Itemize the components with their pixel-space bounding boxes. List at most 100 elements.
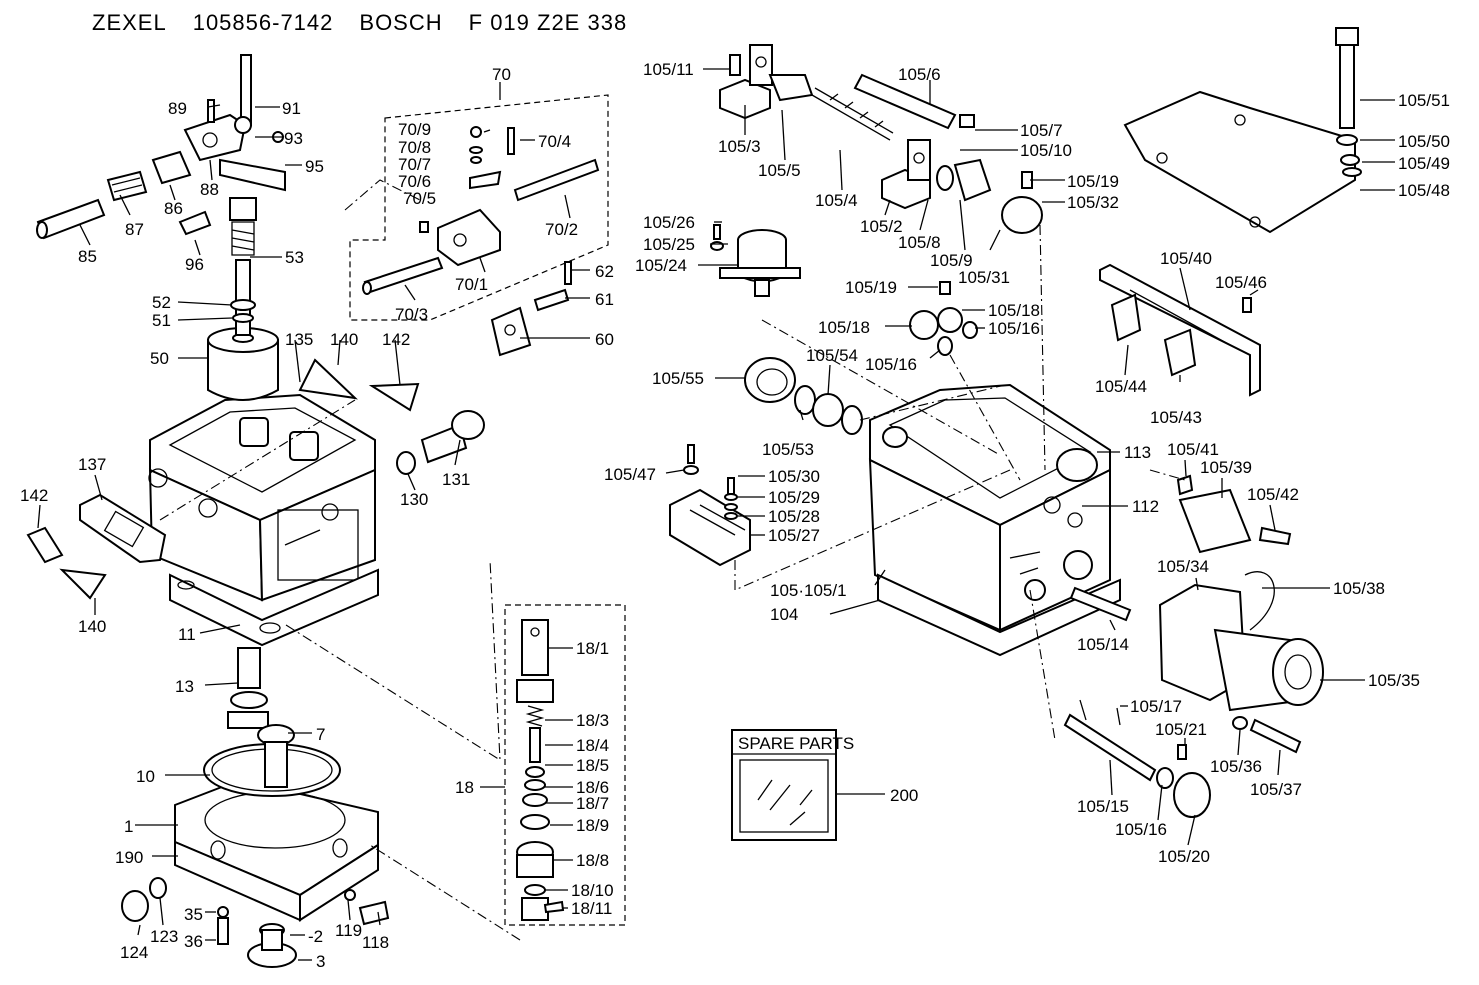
part-label: 105/41 [1167,440,1219,459]
part-label: 51 [152,311,171,330]
part-label: 105/18 [988,301,1040,320]
part-label: 85 [78,247,97,266]
part-label: 93 [284,129,303,148]
part-label: 18 [455,778,474,797]
part-label: 7 [316,725,325,744]
part-label: 124 [120,943,148,962]
part-label: 3 [316,952,325,971]
part-label: 105/16 [1115,820,1167,839]
part-label: 18/7 [576,794,609,813]
part-label: 105/46 [1215,273,1267,292]
part-label: 105/25 [643,235,695,254]
spare-parts-box: SPARE PARTS 200 [731,729,918,841]
motor-105-34 [1158,571,1324,754]
maker-label: ZEXEL [92,10,167,35]
cover-105-55 [744,357,863,435]
part-label: 70/6 [398,172,431,191]
part-label: 70/8 [398,138,431,157]
part-label: 105/14 [1077,635,1129,654]
part-label: 105·105/1 [770,581,847,600]
part-label: 140 [330,330,358,349]
part-label: 105/30 [768,467,820,486]
part-label: 142 [382,330,410,349]
part-label: 35 [184,905,203,924]
part-label: 105/29 [768,488,820,507]
part-label: 105/50 [1398,132,1450,151]
part-label: -2 [308,927,323,946]
part-label: 105/28 [768,507,820,526]
part-label: 95 [305,157,324,176]
cover-105-48 [1123,27,1362,234]
part-label: 105/16 [865,355,917,374]
part-label: 130 [400,490,428,509]
part-label: 105/15 [1077,797,1129,816]
flyweight-50 [207,197,279,401]
part-label: 70/3 [395,305,428,324]
part-label: 113 [1124,443,1151,462]
part-label: 105/54 [806,346,858,365]
part-label: 105/5 [758,161,801,180]
part-label: 62 [595,262,614,281]
part-label: 105/18 [818,318,870,337]
subassembly-18 [504,604,626,926]
leader-lines [37,68,1395,961]
part-label: 105/27 [768,526,820,545]
part-label: 105/43 [1150,408,1202,427]
part-label: 105/39 [1200,458,1252,477]
plug-131 [396,410,485,475]
part-label: 105/55 [652,369,704,388]
part-label: 70/5 [403,189,436,208]
part-label: 105/49 [1398,154,1450,173]
part-label: 53 [285,248,304,267]
part-label: 104 [770,605,798,624]
part-label: 105/3 [718,137,761,156]
part-label: 105/36 [1210,757,1262,776]
spare-parts-number: 200 [890,786,918,805]
part-label: 70/2 [545,220,578,239]
lever-assembly [36,54,286,240]
part-label: 86 [164,199,183,218]
part-label: 105/16 [988,319,1040,338]
part-label: 87 [125,220,144,239]
part-label: 18/9 [576,816,609,835]
part-label: 70/4 [538,132,571,151]
part-label: 70 [492,65,511,84]
subassembly-70 [349,94,609,357]
part-label: 118 [362,933,389,952]
part-label: 190 [115,848,143,867]
part-label: 18/3 [576,711,609,730]
part-label: 18/4 [576,736,609,755]
part-label: 142 [20,486,48,505]
bosch-number-label: F 019 Z2E 338 [468,10,628,35]
part-label: 105/9 [930,251,973,270]
part-label: 123 [150,927,178,946]
part-label: 105/31 [958,268,1010,287]
part-label: 88 [200,180,219,199]
part-label: 105/19 [1067,172,1119,191]
linkage-105-3 [719,44,1043,234]
part-label: 105/35 [1368,671,1420,690]
brand-label: BOSCH [359,10,443,35]
part-label: 89 [168,99,187,118]
part-label: 13 [175,677,194,696]
actuator-105-24 [710,224,801,297]
part-label: 105/10 [1020,141,1072,160]
part-label: 105/26 [643,213,695,232]
part-label: 60 [595,330,614,349]
part-label: 50 [150,349,169,368]
spare-parts-title: SPARE PARTS [738,734,854,753]
part-label: 119 [335,921,362,940]
part-label: 105/42 [1247,485,1299,504]
part-label: 91 [282,99,301,118]
bracket-105-39 [1176,474,1292,554]
part-label: 105/2 [860,217,903,236]
part-label: 105/21 [1155,720,1207,739]
part-label: 105/7 [1020,121,1063,140]
part-label: 18/6 [576,778,609,797]
housing-105 [868,383,1121,657]
part-label: 105/51 [1398,91,1450,110]
part-label: 36 [184,932,203,951]
part-label: 52 [152,293,171,312]
